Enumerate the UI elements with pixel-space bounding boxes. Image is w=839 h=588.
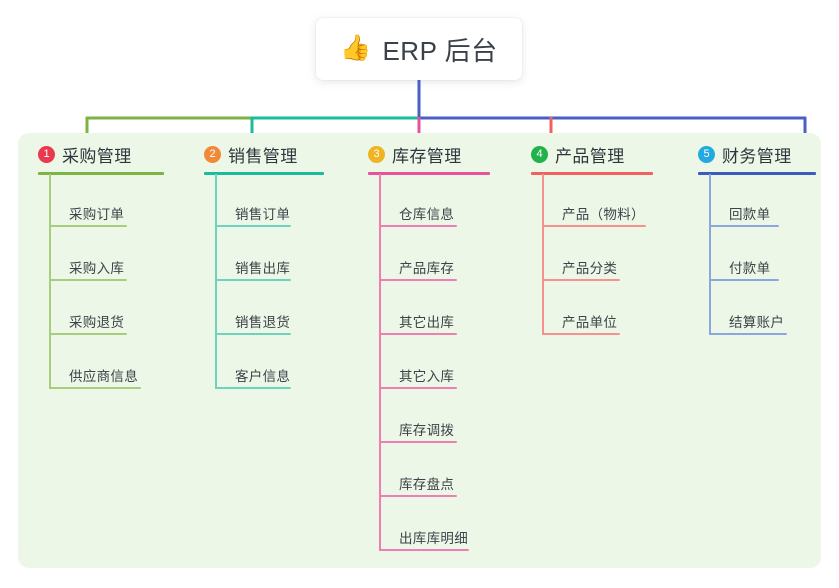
module-item-label: 产品库存	[399, 261, 455, 276]
module-item-rule	[709, 225, 779, 227]
modules-panel: 1 采购管理采购订单采购入库采购退货供应商信息 2 销售管理销售订单销售出库销售退货客…	[18, 133, 821, 568]
module-item-label: 产品分类	[562, 261, 618, 276]
module-item-label: 产品单位	[562, 315, 618, 330]
module-item-rule	[542, 279, 620, 281]
module-title: 销售管理	[228, 147, 298, 166]
module-title: 财务管理	[722, 147, 792, 166]
module-item-rule	[379, 387, 457, 389]
module-item-label: 出库库明细	[399, 531, 468, 546]
module-spine	[709, 174, 711, 335]
module-header-rule	[204, 172, 324, 175]
module-item-rule	[49, 225, 127, 227]
module-header-3[interactable]: 3 库存管理	[368, 142, 462, 167]
module-spine	[379, 174, 381, 551]
module-item-rule	[379, 441, 457, 443]
module-item-label: 库存调拨	[399, 423, 455, 438]
module-spine	[215, 174, 217, 389]
module-item-rule	[379, 495, 457, 497]
module-item-rule	[215, 333, 291, 335]
module-item-label: 供应商信息	[69, 369, 138, 384]
module-item-rule	[542, 225, 646, 227]
module-item-label: 销售退货	[235, 315, 291, 330]
module-header-rule	[368, 172, 490, 175]
module-number-badge: 3	[368, 146, 385, 163]
root-node-erp-backend[interactable]: 👍 ERP 后台	[316, 18, 522, 80]
module-item-rule	[709, 333, 787, 335]
module-item-label: 采购退货	[69, 315, 125, 330]
module-item-rule	[379, 333, 457, 335]
module-number-badge: 4	[531, 146, 548, 163]
module-item-rule	[215, 225, 291, 227]
module-header-2[interactable]: 2 销售管理	[204, 142, 298, 167]
module-header-1[interactable]: 1 采购管理	[38, 142, 132, 167]
module-header-rule	[38, 172, 164, 175]
module-title: 库存管理	[392, 147, 462, 166]
module-item-label: 销售订单	[235, 207, 291, 222]
module-spine	[49, 174, 51, 389]
module-number-badge: 5	[698, 146, 715, 163]
module-title: 采购管理	[62, 147, 132, 166]
module-item-label: 采购入库	[69, 261, 125, 276]
module-item-label: 其它入库	[399, 369, 455, 384]
module-item-label: 付款单	[729, 261, 771, 276]
module-item-rule	[49, 333, 127, 335]
module-number-badge: 1	[38, 146, 55, 163]
module-item-rule	[379, 549, 469, 551]
thumbs-up-icon: 👍	[340, 33, 372, 62]
module-item-rule	[709, 279, 779, 281]
module-number-badge: 2	[204, 146, 221, 163]
module-item-label: 客户信息	[235, 369, 291, 384]
module-item-label: 销售出库	[235, 261, 291, 276]
module-item-rule	[542, 333, 620, 335]
module-title: 产品管理	[555, 147, 625, 166]
module-item-rule	[215, 387, 291, 389]
module-item-label: 产品（物料）	[562, 207, 645, 222]
module-item-label: 回款单	[729, 207, 771, 222]
module-item-label: 采购订单	[69, 207, 125, 222]
module-spine	[542, 174, 544, 335]
module-header-rule	[698, 172, 816, 175]
module-item-rule	[215, 279, 291, 281]
module-header-4[interactable]: 4 产品管理	[531, 142, 625, 167]
module-item-label: 库存盘点	[399, 477, 455, 492]
module-header-rule	[531, 172, 653, 175]
module-item-rule	[379, 225, 457, 227]
module-header-5[interactable]: 5 财务管理	[698, 142, 792, 167]
module-item-label: 仓库信息	[399, 207, 455, 222]
module-item-rule	[49, 387, 141, 389]
root-node-label: ERP 后台	[382, 35, 498, 66]
module-item-label: 结算账户	[729, 315, 785, 330]
module-item-rule	[49, 279, 127, 281]
module-item-label: 其它出库	[399, 315, 455, 330]
module-item-rule	[379, 279, 457, 281]
